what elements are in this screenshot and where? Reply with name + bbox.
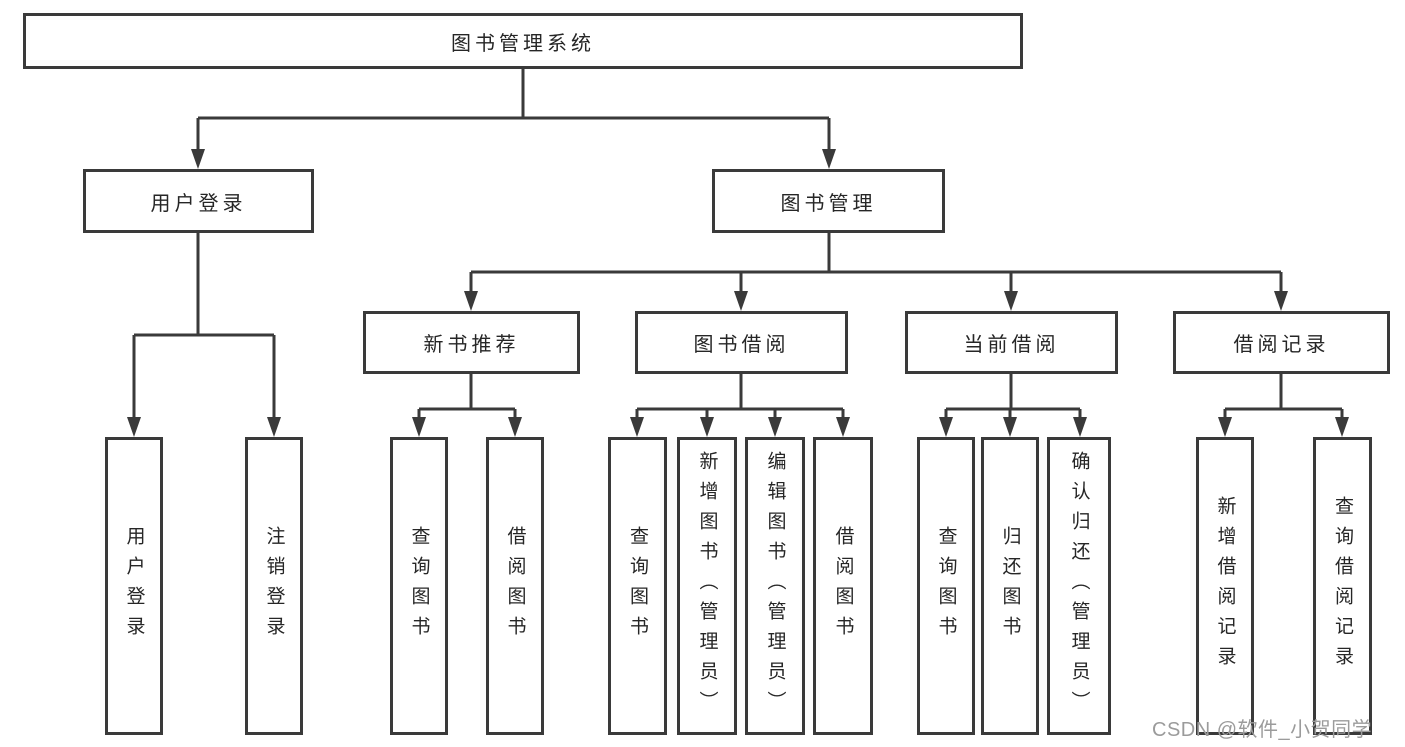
- leaf-borrow-books: 借阅图书: [486, 437, 544, 735]
- arrow-down-icon: [412, 417, 426, 437]
- node-user-login: 用户登录: [83, 169, 314, 233]
- leaf-label: 注销登录: [263, 526, 285, 646]
- arrow-down-icon: [1003, 417, 1017, 437]
- arrow-down-icon: [1274, 291, 1288, 311]
- arrow-down-icon: [1218, 417, 1232, 437]
- node-book-management: 图书管理: [712, 169, 945, 233]
- csdn-watermark: CSDN @软件_小贺同学: [1152, 719, 1373, 741]
- leaf-confirm-return-admin: 确认归还（管理员）: [1047, 437, 1111, 735]
- leaf-user-login: 用户登录: [105, 437, 163, 735]
- arrow-down-icon: [630, 417, 644, 437]
- arrow-down-icon: [1073, 417, 1087, 437]
- arrow-down-icon: [768, 417, 782, 437]
- arrow-down-icon: [1004, 291, 1018, 311]
- arrow-down-icon: [127, 417, 141, 437]
- leaf-label: 确认归还（管理员）: [1068, 451, 1090, 721]
- arrow-down-icon: [822, 149, 836, 169]
- node-label: 用户登录: [150, 192, 247, 215]
- leaf-label: 用户登录: [123, 526, 145, 646]
- leaf-label: 查询图书: [627, 526, 648, 646]
- leaf-query-books: 查询图书: [390, 437, 448, 735]
- arrow-down-icon: [464, 291, 478, 311]
- leaf-label: 编辑图书（管理员）: [764, 451, 786, 721]
- leaf-add-book-admin: 新增图书（管理员）: [677, 437, 737, 735]
- node-label: 新书推荐: [423, 334, 520, 356]
- leaf-label: 查询图书: [408, 526, 430, 646]
- leaf-label: 借阅图书: [832, 526, 854, 646]
- connector-current-borrow-group: [944, 374, 1082, 419]
- leaf-edit-book-admin: 编辑图书（管理员）: [745, 437, 805, 735]
- node-borrowing-records: 借阅记录: [1173, 311, 1390, 374]
- connector-root-to-level2: [196, 68, 831, 151]
- arrow-down-icon: [836, 417, 850, 437]
- node-label: 图书管理系统: [451, 32, 595, 55]
- leaf-label: 查询图书: [935, 526, 957, 646]
- leaf-logout: 注销登录: [245, 437, 303, 735]
- leaf-query-books-2: 查询图书: [608, 437, 667, 735]
- leaf-return-book: 归还图书: [981, 437, 1039, 735]
- arrow-down-icon: [700, 417, 714, 437]
- leaf-label: 查询借阅记录: [1332, 496, 1353, 676]
- connector-user-login-group: [132, 233, 276, 419]
- connector-new-books-group: [417, 374, 517, 419]
- node-label: 图书借阅: [693, 334, 790, 356]
- arrow-down-icon: [508, 417, 522, 437]
- node-label: 图书管理: [780, 192, 877, 215]
- node-library-management-system: 图书管理系统: [23, 13, 1023, 69]
- leaf-borrow-books-2: 借阅图书: [813, 437, 873, 735]
- connector-borrow-records-group: [1223, 374, 1344, 419]
- arrow-down-icon: [267, 417, 281, 437]
- leaf-label: 归还图书: [999, 526, 1021, 646]
- leaf-label: 新增借阅记录: [1214, 496, 1236, 676]
- arrow-down-icon: [939, 417, 953, 437]
- leaf-add-borrow-record: 新增借阅记录: [1196, 437, 1254, 735]
- node-current-borrowing: 当前借阅: [905, 311, 1118, 374]
- leaf-query-borrow-record: 查询借阅记录: [1313, 437, 1372, 735]
- connector-book-borrow-group: [635, 374, 845, 419]
- node-label: 当前借阅: [963, 334, 1060, 356]
- arrow-down-icon: [191, 149, 205, 169]
- leaf-label: 新增图书（管理员）: [696, 451, 718, 721]
- node-new-book-recommendation: 新书推荐: [363, 311, 580, 374]
- connector-book-mgmt-to-level3: [469, 233, 1283, 293]
- arrow-down-icon: [1335, 417, 1349, 437]
- leaf-label: 借阅图书: [504, 526, 526, 646]
- arrow-down-icon: [734, 291, 748, 311]
- leaf-query-books-3: 查询图书: [917, 437, 975, 735]
- node-book-borrowing: 图书借阅: [635, 311, 848, 374]
- node-label: 借阅记录: [1233, 334, 1330, 356]
